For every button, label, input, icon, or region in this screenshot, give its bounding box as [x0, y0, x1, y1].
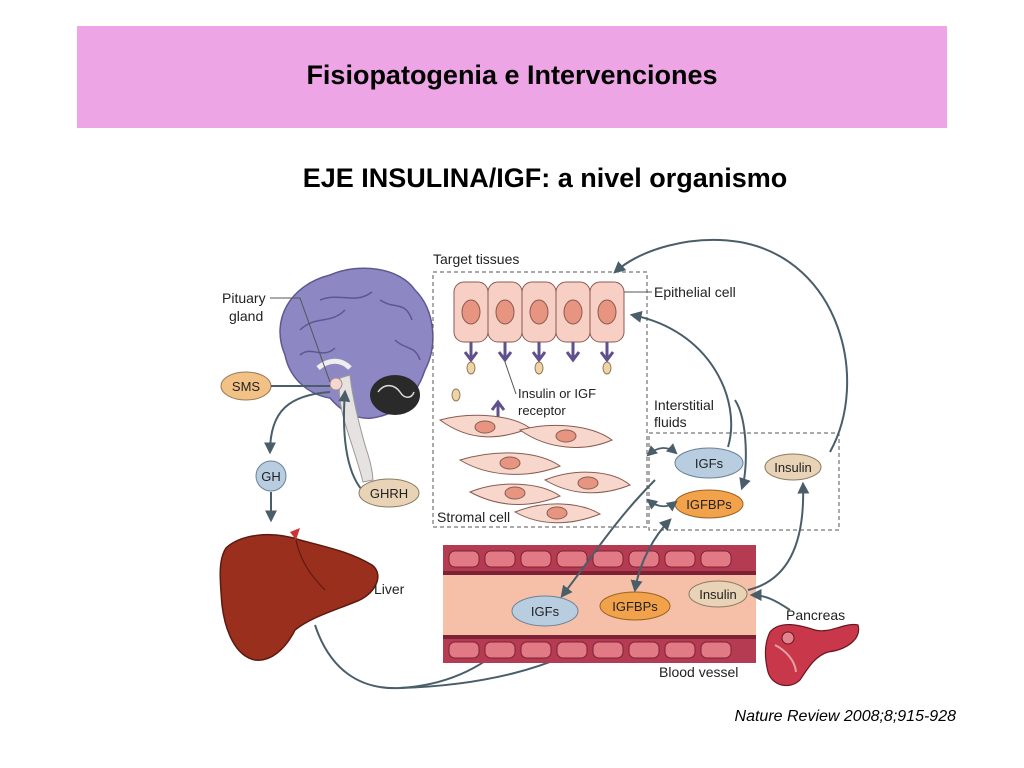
arrow-igfs-exchange: [646, 443, 678, 457]
pancreas-label: Pancreas: [786, 607, 845, 623]
igfs-interstitial-pill: [674, 447, 744, 479]
citation: Nature Review 2008;8;915-928: [734, 708, 956, 725]
insulin-blood-pill: [688, 580, 748, 608]
stromal-cells: [438, 414, 631, 524]
arrow-igfs-to-epithelium: [629, 310, 733, 448]
igfs-blood-pill: [511, 595, 579, 627]
slide-title: Fisiopatogenia e Intervenciones: [306, 60, 718, 90]
interstitial-label-line2: fluids: [654, 414, 687, 430]
stromal-cell-label: Stromal cell: [437, 509, 510, 525]
arrow-insulin-blood-tissue: [747, 481, 810, 591]
arrow-igfs-blood-tissue: [560, 479, 656, 598]
receptor-label-line1: Insulin or IGF: [518, 386, 596, 401]
epithelial-cells: [453, 281, 625, 343]
epithelial-cell-label: Epithelial cell: [654, 284, 736, 300]
pituitary-label-line2: gland: [229, 308, 263, 324]
blood-vessel-label: Blood vessel: [659, 664, 738, 680]
gh-label: GH: [261, 469, 281, 484]
arrow-ghrh: [338, 389, 363, 491]
liver-label: Liver: [374, 581, 405, 597]
brain-illustration: [279, 267, 434, 483]
insulin-interstitial-label: Insulin: [774, 460, 812, 475]
pituitary-label-line1: Pituary: [222, 290, 266, 306]
arrow-to-igfbps: [734, 399, 751, 491]
liver-illustration: [219, 534, 379, 661]
slide-subtitle: EJE INSULINA/IGF: a nivel organismo: [302, 163, 788, 193]
target-tissues-box: [432, 271, 648, 528]
arrow-pituitary-to-gh: [264, 391, 331, 455]
ligand-dots: [451, 361, 612, 402]
igfs-interstitial-label: IGFs: [695, 456, 724, 471]
arrow-insulin-to-tissue: [613, 238, 849, 453]
ghrh-label: GHRH: [370, 486, 408, 501]
igfbps-interstitial-label: IGFBPs: [686, 497, 732, 512]
igfbps-blood-label: IGFBPs: [612, 599, 658, 614]
igfs-blood-label: IGFs: [531, 604, 560, 619]
target-tissues-label: Target tissues: [433, 251, 519, 267]
arrow-igfbps-exchange: [646, 498, 678, 512]
arrow-pancreas-to-insulin: [749, 589, 791, 611]
interstitial-label-line1: Interstitial: [654, 397, 714, 413]
pituitary-gland: [329, 377, 343, 391]
sms-label: SMS: [232, 379, 261, 394]
cerebellum: [370, 375, 420, 415]
arrow-igfbps-blood-tissue: [630, 518, 672, 593]
pancreas-illustration: [764, 623, 860, 687]
ghrh-pill: [358, 478, 420, 508]
gh-circle: [255, 460, 287, 492]
title-banner: Fisiopatogenia e Intervenciones: [77, 26, 947, 128]
insulin-blood-label: Insulin: [699, 587, 737, 602]
insulin-interstitial-pill: [764, 453, 822, 481]
receptor-label-line2: receptor: [518, 403, 566, 418]
